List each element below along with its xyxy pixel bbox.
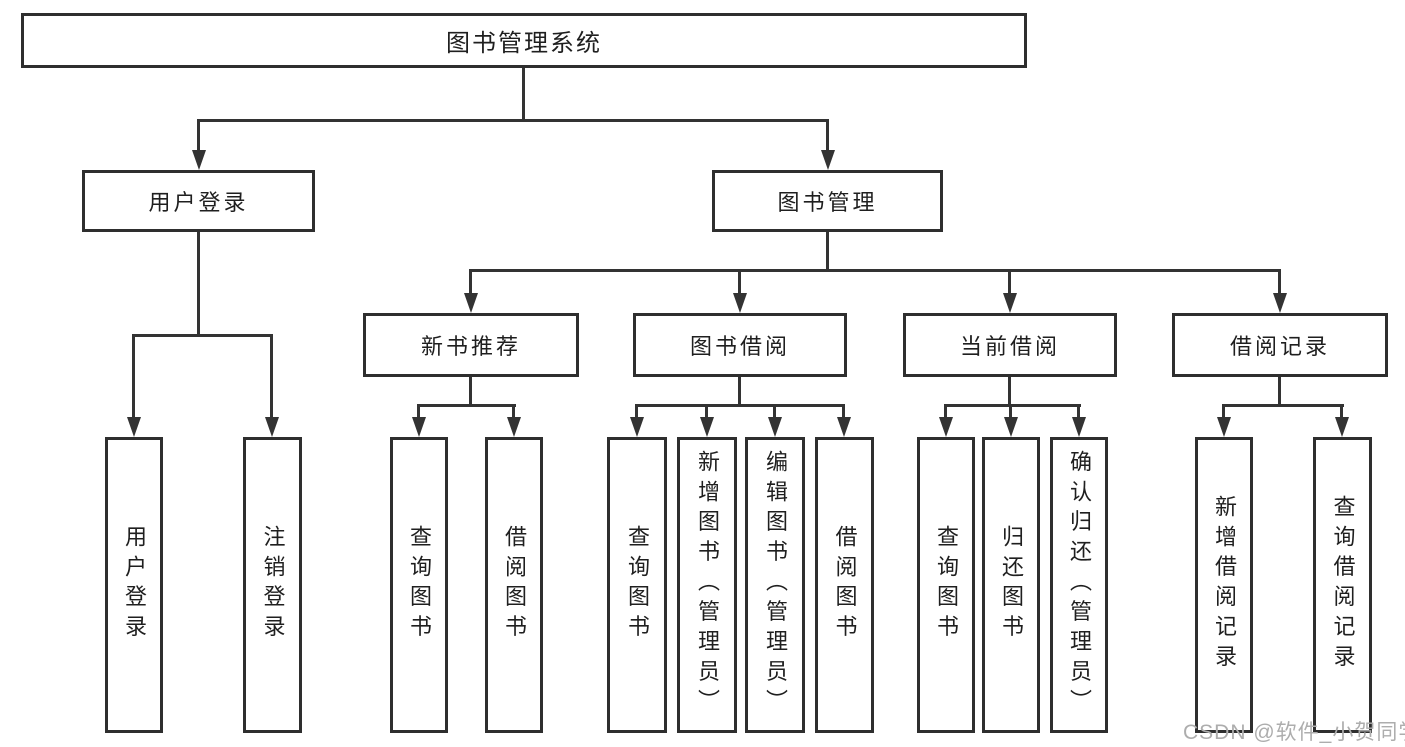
arrow-stem [738, 270, 741, 295]
node-label: 归还图书 [999, 525, 1024, 645]
node-label: 新增图书（管理员） [695, 450, 720, 720]
node-book-borrowing: 图书借阅 [633, 313, 847, 377]
arrow-down-icon [821, 150, 835, 170]
arrow-down-icon [1003, 293, 1017, 313]
arrow-down-icon [1335, 417, 1349, 437]
node-label: 查询借阅记录 [1330, 495, 1356, 675]
connector-level3-rail [469, 269, 1281, 272]
arrow-down-icon [768, 417, 782, 437]
arrow-stem [635, 405, 638, 419]
node-logout-leaf: 注销登录 [243, 437, 302, 733]
connector-login-stem [197, 232, 200, 337]
node-label: 编辑图书（管理员） [763, 450, 788, 720]
node-book-management-branch: 图书管理 [712, 170, 943, 232]
node-label: 借阅记录 [1229, 334, 1330, 359]
connector-records-stem [1278, 377, 1281, 407]
node-user-login-branch: 用户登录 [82, 170, 315, 232]
node-borrowing-records: 借阅记录 [1172, 313, 1388, 377]
connector-borrow-rail [635, 404, 845, 407]
arrow-down-icon [630, 417, 644, 437]
node-query-borrow-record: 查询借阅记录 [1313, 437, 1372, 733]
arrow-stem [826, 120, 829, 152]
node-query-books-recommend: 查询图书 [390, 437, 448, 733]
node-query-books-borrow: 查询图书 [607, 437, 667, 733]
node-return-books: 归还图书 [982, 437, 1040, 733]
node-label: 用户登录 [122, 525, 147, 645]
node-borrow-books-leaf: 借阅图书 [815, 437, 874, 733]
node-label: 查询图书 [407, 525, 432, 645]
connector-login-rail [132, 334, 273, 337]
connector-recommend-rail [417, 404, 516, 407]
arrow-down-icon [127, 417, 141, 437]
connector-current-rail [944, 404, 1081, 407]
connector-level2-rail [197, 119, 829, 122]
arrow-stem [197, 120, 200, 152]
arrow-stem [132, 335, 135, 419]
node-new-book-recommend: 新书推荐 [363, 313, 579, 377]
arrow-stem [944, 405, 947, 419]
node-label: 借阅图书 [502, 525, 527, 645]
node-current-borrowing: 当前借阅 [903, 313, 1117, 377]
node-label: 查询图书 [934, 525, 959, 645]
arrow-down-icon [192, 150, 206, 170]
connector-recommend-stem [469, 377, 472, 407]
connector-records-rail [1222, 404, 1344, 407]
node-label: 新书推荐 [420, 334, 521, 359]
node-label: 用户登录 [148, 190, 249, 215]
arrow-down-icon [733, 293, 747, 313]
arrow-stem [1222, 405, 1225, 419]
arrow-stem [1009, 405, 1012, 419]
arrow-down-icon [1072, 417, 1086, 437]
node-label: 注销登录 [260, 525, 286, 645]
arrow-stem [1008, 270, 1011, 295]
watermark: CSDN @软件_小贺同学 [1183, 721, 1405, 744]
arrow-down-icon [700, 417, 714, 437]
arrow-stem [1077, 405, 1080, 419]
arrow-stem [417, 405, 420, 419]
arrow-down-icon [939, 417, 953, 437]
connector-manage-stem [826, 232, 829, 272]
arrow-stem [270, 335, 273, 419]
arrow-down-icon [837, 417, 851, 437]
arrow-down-icon [265, 417, 279, 437]
arrow-stem [705, 405, 708, 419]
node-label: 借阅图书 [832, 525, 858, 645]
connector-root-stem [522, 68, 525, 122]
arrow-stem [842, 405, 845, 419]
node-book-management-system: 图书管理系统 [21, 13, 1027, 68]
node-edit-books-admin: 编辑图书（管理员） [745, 437, 805, 733]
arrow-stem [1340, 405, 1343, 419]
node-label: 确认归还（管理员） [1067, 450, 1092, 720]
node-label: 新增借阅记录 [1212, 495, 1237, 675]
arrow-down-icon [464, 293, 478, 313]
arrow-stem [512, 405, 515, 419]
node-label: 当前借阅 [959, 334, 1060, 359]
arrow-stem [1278, 270, 1281, 295]
node-label: 查询图书 [625, 525, 650, 645]
connector-current-stem [1008, 377, 1011, 407]
arrow-stem [469, 270, 472, 295]
node-label: 图书管理 [777, 190, 878, 215]
arrow-down-icon [1273, 293, 1287, 313]
node-label: 图书管理系统 [446, 30, 602, 57]
arrow-down-icon [1004, 417, 1018, 437]
arrow-stem [773, 405, 776, 419]
arrow-down-icon [507, 417, 521, 437]
node-add-books-admin: 新增图书（管理员） [677, 437, 737, 733]
node-query-books-current: 查询图书 [917, 437, 975, 733]
node-user-login-leaf: 用户登录 [105, 437, 163, 733]
node-label: 图书借阅 [689, 334, 790, 359]
node-add-borrow-record: 新增借阅记录 [1195, 437, 1253, 733]
node-borrow-books-recommend: 借阅图书 [485, 437, 543, 733]
arrow-down-icon [412, 417, 426, 437]
arrow-down-icon [1217, 417, 1231, 437]
node-confirm-return-admin: 确认归还（管理员） [1050, 437, 1108, 733]
connector-borrow-stem [738, 377, 741, 407]
